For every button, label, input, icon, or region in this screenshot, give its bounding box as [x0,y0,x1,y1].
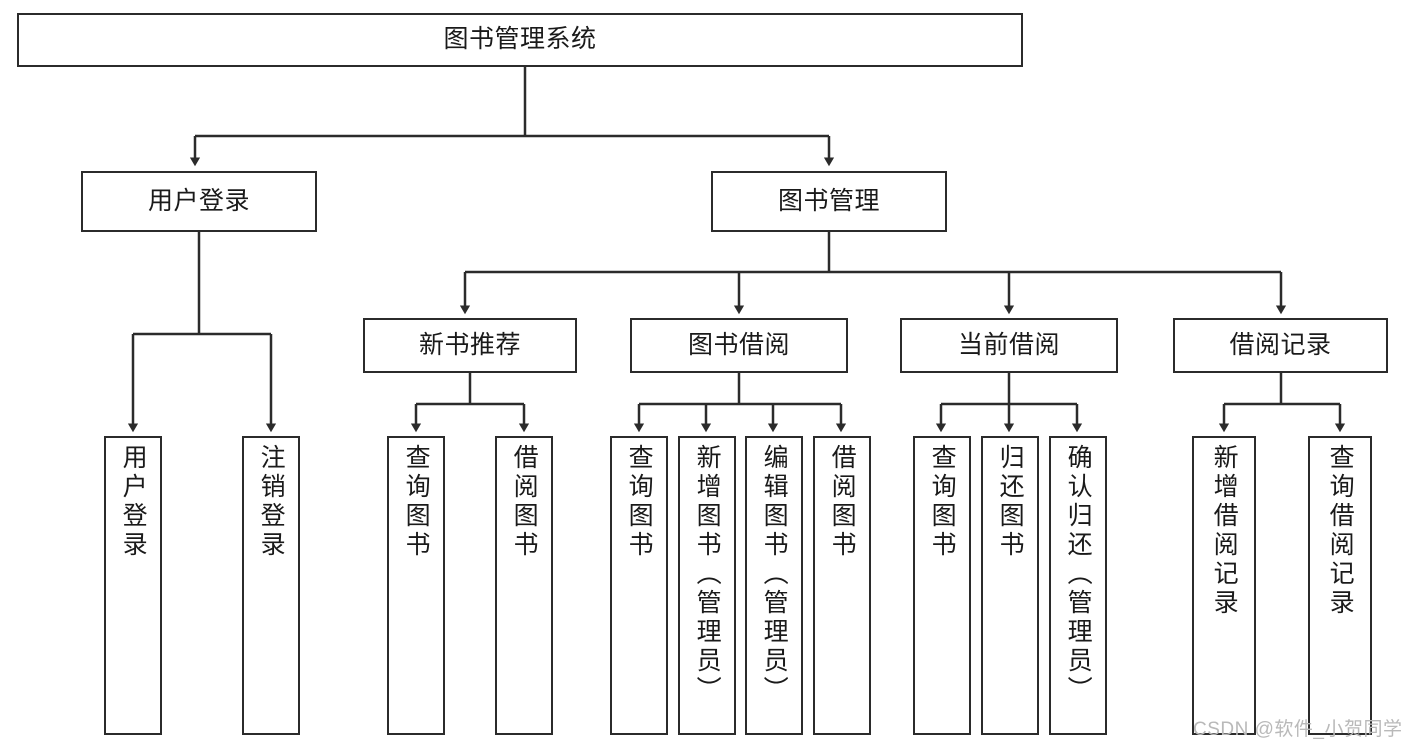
node-label: 借阅记录 [1229,330,1332,359]
node-current-borrowing[interactable]: 当前借阅 [900,318,1118,373]
node-new-book-recommendation[interactable]: 新书推荐 [363,318,577,373]
node-label: 新书推荐 [418,330,521,359]
node-label: 归还图书 [996,444,1025,560]
csdn-watermark: CSDN @软件_小贺同学 [1193,719,1403,740]
leaf-query-book-current[interactable]: 查询图书 [913,436,971,735]
node-book-management-system[interactable]: 图书管理系统 [17,13,1023,67]
node-label: 查询图书 [625,444,654,560]
node-label: 借阅图书 [510,444,539,560]
leaf-edit-book-admin[interactable]: 编辑图书（管理员） [745,436,803,735]
leaf-query-borrowing-record[interactable]: 查询借阅记录 [1308,436,1372,735]
node-label: 用户登录 [119,444,148,560]
node-label: 新增图书（管理员） [693,444,722,705]
node-label: 图书管理 [777,186,880,215]
node-book-borrowing[interactable]: 图书借阅 [630,318,848,373]
node-label: 借阅图书 [828,444,857,560]
node-label: 用户登录 [147,186,250,215]
leaf-return-book[interactable]: 归还图书 [981,436,1039,735]
leaf-borrow-book-new-rec[interactable]: 借阅图书 [495,436,553,735]
node-borrowing-records[interactable]: 借阅记录 [1173,318,1388,373]
node-book-management[interactable]: 图书管理 [711,171,947,232]
leaf-confirm-return-admin[interactable]: 确认归还（管理员） [1049,436,1107,735]
node-label: 图书管理系统 [443,25,597,54]
node-label: 当前借阅 [957,330,1060,359]
leaf-query-book-new-rec[interactable]: 查询图书 [387,436,445,735]
leaf-query-book-borrowing[interactable]: 查询图书 [610,436,668,735]
leaf-borrow-book-borrowing[interactable]: 借阅图书 [813,436,871,735]
node-label: 注销登录 [257,444,286,560]
leaf-add-borrowing-record[interactable]: 新增借阅记录 [1192,436,1256,735]
node-label: 查询图书 [402,444,431,560]
leaf-add-book-admin[interactable]: 新增图书（管理员） [678,436,736,735]
node-label: 确认归还（管理员） [1064,444,1093,705]
node-label: 查询借阅记录 [1326,444,1355,618]
leaf-user-login[interactable]: 用户登录 [104,436,162,735]
node-user-login[interactable]: 用户登录 [81,171,317,232]
node-label: 图书借阅 [687,330,790,359]
leaf-logout[interactable]: 注销登录 [242,436,300,735]
node-label: 查询图书 [928,444,957,560]
node-label: 编辑图书（管理员） [760,444,789,705]
node-label: 新增借阅记录 [1210,444,1239,618]
